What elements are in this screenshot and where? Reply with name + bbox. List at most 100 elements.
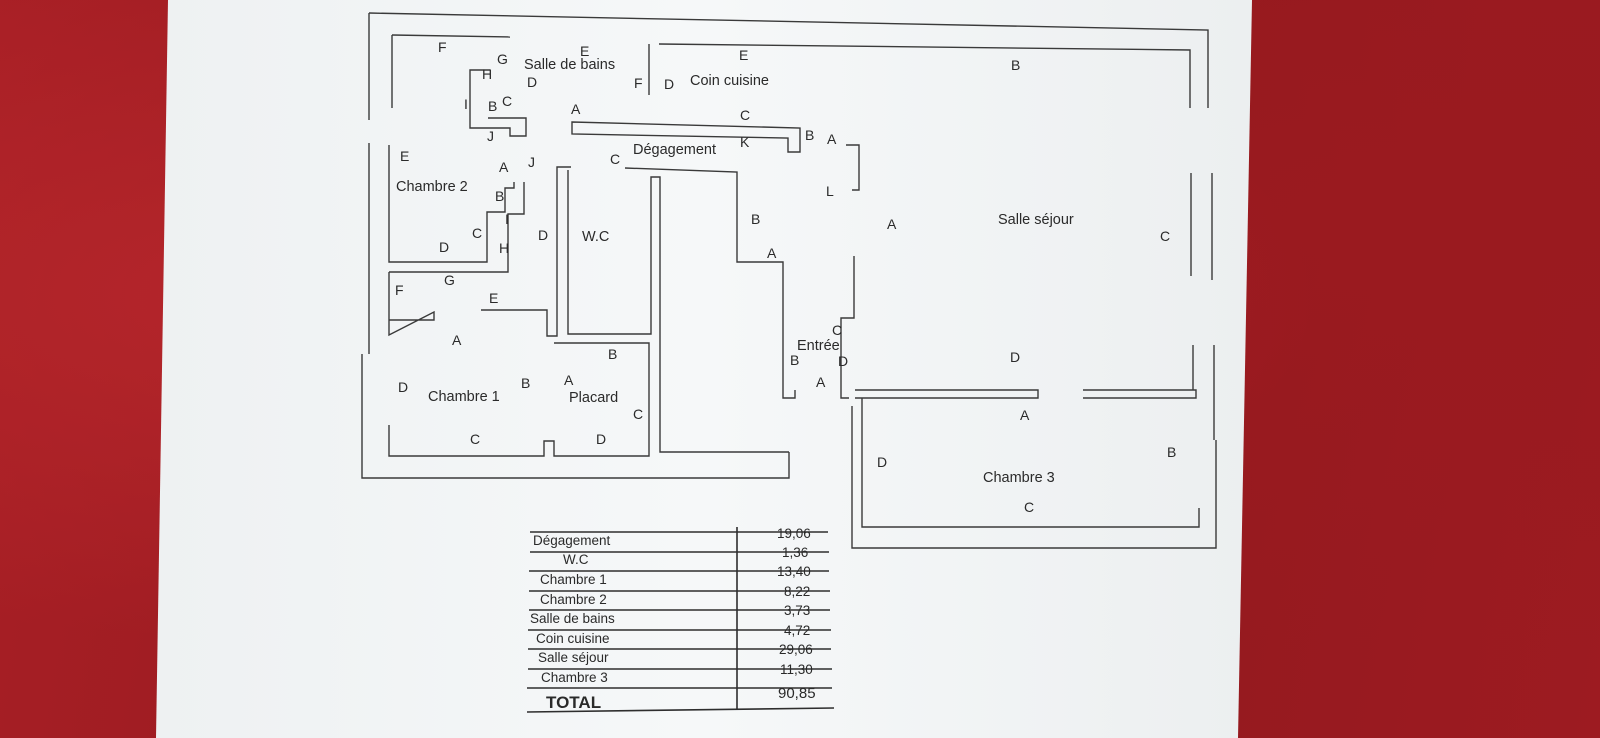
degagement-top-wall — [571, 121, 801, 153]
wall-label: D — [877, 454, 887, 470]
chambre2-left — [388, 145, 515, 263]
room-chambre-3: Chambre 3 — [983, 470, 1055, 486]
wall-label: G — [497, 51, 508, 67]
paper-sheet — [156, 0, 1252, 738]
wall-label: A — [1020, 407, 1030, 423]
wall-label: E — [580, 43, 589, 59]
room-wc: W.C — [582, 229, 609, 245]
table-row-value: 11,30 — [780, 662, 813, 677]
wall-label: C — [502, 93, 512, 109]
wall-label: A — [827, 131, 837, 147]
wall-label: A — [452, 332, 462, 348]
table-row-label: Chambre 3 — [541, 670, 608, 685]
wall-label: E — [739, 47, 748, 63]
bath-niche — [469, 69, 527, 137]
chambre3-outer — [851, 406, 1217, 549]
table-row-label: Chambre 2 — [540, 592, 607, 607]
wall-label: D — [596, 431, 606, 447]
table-total-value: 90,85 — [778, 685, 816, 702]
wall-label: B — [790, 352, 799, 368]
room-names: Salle de bains Coin cuisine Dégagement C… — [396, 57, 1074, 486]
room-chambre-2: Chambre 2 — [396, 179, 468, 195]
placard-wall — [388, 342, 650, 457]
wall-label: D — [1010, 349, 1020, 365]
entry-post — [846, 144, 860, 191]
wall-label: B — [521, 375, 530, 391]
room-entree: Entrée — [797, 338, 840, 354]
room-chambre-1: Chambre 1 — [428, 389, 500, 405]
outer-wall-left-bottom — [361, 354, 790, 479]
wall-label: E — [489, 290, 498, 306]
area-table: Dégagement 19,06 W.C 1,36 Chambre 1 13,4… — [526, 526, 835, 713]
wall-label: J — [487, 128, 494, 144]
wall-label: C — [1024, 499, 1034, 515]
wall-label: B — [495, 188, 504, 204]
wall-label: D — [527, 74, 537, 90]
wall-label: J — [528, 154, 535, 170]
wall-label: C — [1160, 228, 1170, 244]
table-row-label: Coin cuisine — [536, 631, 610, 646]
room-salle-sejour: Salle séjour — [998, 212, 1074, 228]
chambre2-right — [497, 182, 525, 273]
wall-label: B — [608, 346, 617, 362]
room-salle-de-bains: Salle de bains — [524, 57, 615, 73]
table-row-label: Chambre 1 — [540, 572, 607, 587]
wall-label: A — [571, 101, 581, 117]
wall-label: C — [470, 431, 480, 447]
wall-label: B — [1167, 444, 1176, 460]
wall-label: L — [826, 183, 834, 199]
wall-label: H — [499, 240, 509, 256]
chambre1-top — [388, 272, 435, 337]
chambre3-bottom — [861, 398, 1200, 528]
outer-wall-top — [368, 12, 1209, 108]
table-row-label: Dégagement — [533, 533, 611, 548]
wall-label: C — [610, 151, 620, 167]
table-total-label: TOTAL — [546, 693, 601, 712]
wall-label: B — [488, 98, 497, 114]
room-placard: Placard — [569, 390, 618, 406]
wall-label: B — [805, 127, 814, 143]
wall-label: C — [633, 406, 643, 422]
table-row-value: 1,36 — [782, 545, 808, 560]
wall-label: G — [444, 272, 455, 288]
wall-label: C — [472, 225, 482, 241]
room-degagement: Dégagement — [633, 142, 716, 158]
wall-label: A — [564, 372, 574, 388]
kitchen-top — [658, 43, 1191, 108]
table-row-value: 29,06 — [779, 642, 813, 657]
wall-label: E — [400, 148, 409, 164]
wall-label: F — [395, 282, 404, 298]
table-row-value: 13,40 — [777, 564, 811, 579]
wall-label: A — [499, 159, 509, 175]
room-coin-cuisine: Coin cuisine — [690, 73, 769, 89]
wall-label: A — [816, 374, 826, 390]
table-row-label: Salle séjour — [538, 650, 609, 665]
chambre3-top — [855, 389, 1039, 399]
wall-label: C — [832, 322, 842, 338]
degagement-corridor — [624, 167, 796, 399]
table-row-value: 4,72 — [784, 623, 810, 638]
wall-label: B — [751, 211, 760, 227]
wall-letters: F G E H D F I B C A J E D C B A K B E A … — [395, 39, 1176, 515]
wall-label: A — [767, 245, 777, 261]
wall-label: B — [1011, 57, 1020, 73]
wall-label: D — [398, 379, 408, 395]
entree-wall — [840, 256, 855, 399]
table-rule-total — [526, 707, 835, 713]
table-row-label: Salle de bains — [530, 611, 615, 626]
table-row-value: 8,22 — [784, 584, 810, 599]
wall-label: F — [634, 75, 643, 91]
chambre3-top-right — [1083, 389, 1197, 399]
wall-label: D — [664, 76, 674, 92]
wall-label: I — [464, 96, 468, 112]
wc-wall — [567, 170, 789, 453]
wall-label: D — [838, 353, 848, 369]
wall-label: D — [439, 239, 449, 255]
bath-top — [391, 34, 511, 38]
table-row-value: 3,73 — [784, 603, 810, 618]
wall-label: I — [505, 211, 509, 227]
wall-label: H — [482, 66, 492, 82]
wall-label: A — [887, 216, 897, 232]
chambre1-top-right — [481, 166, 571, 337]
